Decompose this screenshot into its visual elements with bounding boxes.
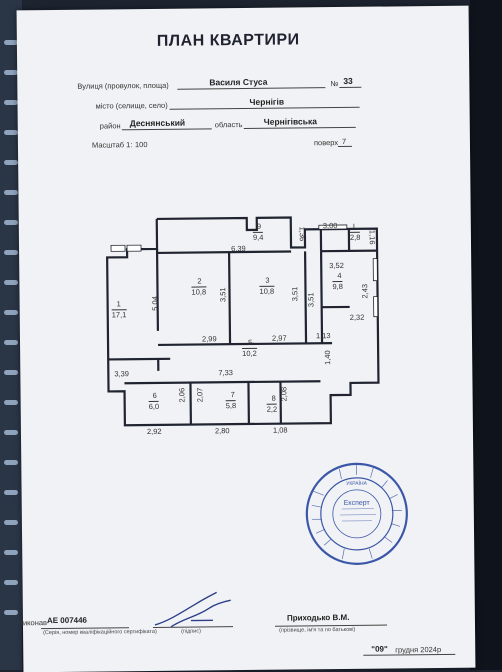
dim-3-51-c: 3,51 [306, 292, 315, 307]
room-6-area: 6,0 [149, 401, 160, 411]
dim-5-04: 5,04 [150, 296, 159, 311]
binder-ring [4, 580, 18, 585]
room-6-number: 6 [153, 391, 157, 400]
dim-1-16: 1,16 [368, 230, 377, 245]
stamp-center-text: Експерт [344, 500, 371, 507]
room-7-number: 7 [231, 390, 235, 399]
dim-2-92: 2,92 [147, 427, 162, 436]
binder-ring [4, 160, 18, 165]
room-2-area: 10,8 [191, 286, 206, 296]
room-8-number: 8 [272, 394, 276, 403]
binder-ring [4, 280, 18, 285]
dim-2-97: 2,97 [272, 334, 287, 343]
binder-ring [4, 310, 18, 315]
binder-ring [4, 340, 18, 345]
binder-ring [4, 460, 18, 465]
dim-2-32: 2,32 [350, 313, 365, 322]
binder-ring [4, 190, 18, 195]
dim-3-39: 3,39 [114, 369, 129, 378]
binder-ring [4, 430, 18, 435]
room-9-number: 9 [257, 222, 261, 231]
room-4-area: 9,8 [332, 281, 343, 291]
room-8-area: 2,2 [267, 404, 278, 414]
binder-ring [4, 400, 18, 405]
binder-ring [4, 520, 18, 525]
binder-ring [4, 100, 18, 105]
room-I-area: 2,8 [350, 232, 361, 242]
document-page: ПЛАН КВАРТИРИ Вулиця (провулок, площа) В… [17, 6, 476, 672]
room-I-number: I [353, 222, 355, 231]
binder-ring [4, 220, 18, 225]
dim-2-06: 2,06 [177, 388, 186, 403]
dim-7-33: 7,33 [218, 368, 233, 377]
dim-3-51-b: 3,51 [290, 287, 299, 302]
binder-ring [4, 550, 18, 555]
room-3-number: 3 [265, 276, 269, 285]
dim-3-00: 3,00 [323, 221, 338, 230]
dim-2-43: 2,43 [360, 284, 369, 299]
signature [151, 590, 241, 631]
official-stamp: Експерт УКРАЇНА [303, 460, 410, 567]
binder-ring [4, 610, 18, 615]
binder-ring [4, 130, 18, 135]
room-4-number: 4 [337, 271, 341, 280]
binder-ring [4, 70, 18, 75]
stamp-ring-text: УКРАЇНА [346, 480, 367, 487]
room-3-area: 10,8 [259, 286, 274, 296]
executor-name: Приходько В.М. [287, 613, 350, 623]
performed-label: виконав [19, 618, 47, 627]
sign-caption: (підпис) [181, 628, 201, 634]
dim-3-51-a: 3,51 [218, 287, 227, 302]
room-2-number: 2 [197, 276, 201, 285]
dim-6-39: 6,39 [231, 244, 246, 253]
room-9-area: 9,4 [253, 232, 264, 242]
dim-2-80: 2,80 [215, 426, 230, 435]
cert-caption: (Серія, номер кваліфікаційного сертифіка… [43, 629, 157, 636]
cert-number: АЕ 007446 [47, 616, 87, 625]
date-day: "09" [371, 645, 388, 654]
background-object [470, 0, 502, 670]
room-5-number: 5 [248, 338, 252, 347]
room-1-area: 17,1 [112, 309, 127, 319]
room-5-area: 10,2 [242, 348, 257, 358]
binder-ring [4, 490, 18, 495]
dim-3-52: 3,52 [329, 261, 344, 270]
dim-1-36: 1,36 [298, 227, 307, 242]
dim-1-40: 1,40 [323, 350, 332, 365]
room-1-number: 1 [117, 299, 121, 308]
floor-plan [17, 6, 476, 672]
binder-ring [4, 370, 18, 375]
dim-2-08: 2,08 [279, 387, 288, 402]
dim-1-13: 1,13 [316, 331, 331, 340]
dim-2-99: 2,99 [202, 334, 217, 343]
dim-1-08: 1,08 [273, 426, 288, 435]
room-7-area: 5,8 [226, 400, 237, 410]
date-rest: грудня 2024р [395, 645, 441, 654]
name-caption: (прізвище, ім'я та по батькові) [279, 627, 355, 634]
binder-ring [4, 250, 18, 255]
dim-2-07: 2,07 [195, 388, 204, 403]
